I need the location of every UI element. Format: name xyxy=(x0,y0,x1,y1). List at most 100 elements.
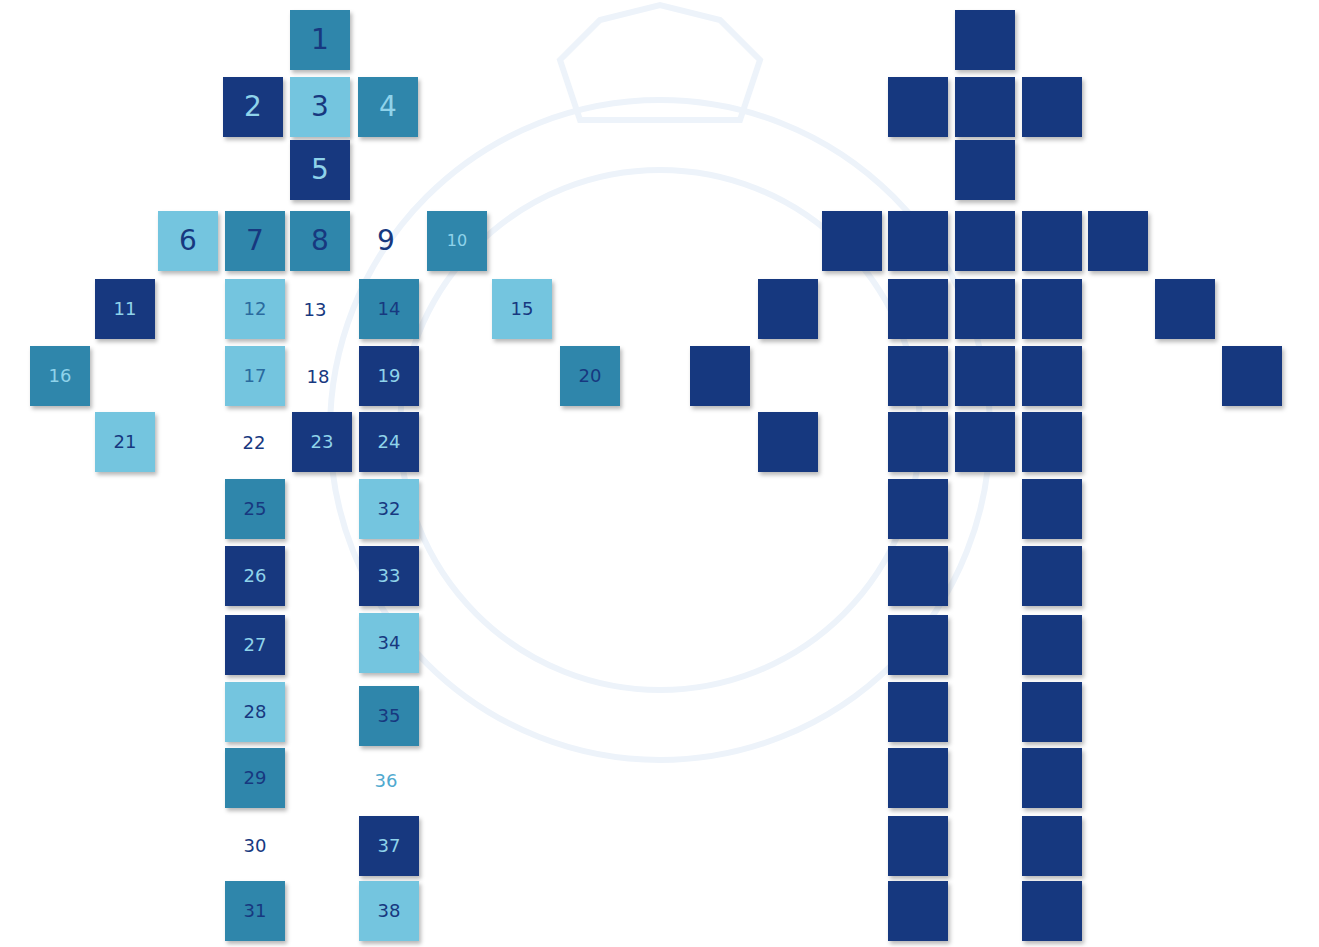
callout-number: 5 xyxy=(311,156,329,184)
body-square xyxy=(888,816,948,876)
body-square xyxy=(888,346,948,406)
numbered-square: 2 xyxy=(223,77,283,137)
body-square xyxy=(1022,479,1082,539)
body-square xyxy=(1022,816,1082,876)
numbered-square: 6 xyxy=(158,211,218,271)
body-square xyxy=(1022,546,1082,606)
body-square xyxy=(955,412,1015,472)
numbered-square: 31 xyxy=(225,881,285,941)
body-square xyxy=(758,412,818,472)
callout-number: 3 xyxy=(311,93,329,121)
numbered-square: 37 xyxy=(359,816,419,876)
callout-number: 37 xyxy=(378,837,401,855)
callout-number: 31 xyxy=(244,902,267,920)
callout-number: 9 xyxy=(356,211,416,271)
numbered-square: 24 xyxy=(359,412,419,472)
numbered-square: 4 xyxy=(358,77,418,137)
numbered-square: 7 xyxy=(225,211,285,271)
callout-number: 6 xyxy=(179,227,197,255)
callout-number: 29 xyxy=(244,769,267,787)
callout-number: 22 xyxy=(224,413,284,473)
body-square xyxy=(1155,279,1215,339)
callout-number: 34 xyxy=(378,634,401,652)
callout-number: 33 xyxy=(378,567,401,585)
body-square xyxy=(888,748,948,808)
numbered-square: 19 xyxy=(359,346,419,406)
body-square xyxy=(1022,412,1082,472)
callout-number: 38 xyxy=(378,902,401,920)
callout-number: 14 xyxy=(378,300,401,318)
callout-number: 20 xyxy=(579,367,602,385)
numbered-square: 35 xyxy=(359,686,419,746)
body-square xyxy=(888,412,948,472)
callout-number: 27 xyxy=(244,636,267,654)
numbered-square: 28 xyxy=(225,682,285,742)
body-square xyxy=(955,279,1015,339)
body-square xyxy=(955,346,1015,406)
body-square xyxy=(1022,881,1082,941)
numbered-square: 32 xyxy=(359,479,419,539)
body-square xyxy=(1022,682,1082,742)
numbered-square: 11 xyxy=(95,279,155,339)
callout-number: 23 xyxy=(311,433,334,451)
body-square xyxy=(758,279,818,339)
body-square xyxy=(955,77,1015,137)
callout-number: 10 xyxy=(447,233,467,249)
numbered-square: 26 xyxy=(225,546,285,606)
numbered-square: 21 xyxy=(95,412,155,472)
callout-number: 11 xyxy=(114,300,137,318)
body-square xyxy=(1022,615,1082,675)
numbered-square: 20 xyxy=(560,346,620,406)
callout-number: 24 xyxy=(378,433,401,451)
callout-number: 36 xyxy=(356,751,416,811)
callout-number: 28 xyxy=(244,703,267,721)
callout-number: 25 xyxy=(244,500,267,518)
callout-number: 26 xyxy=(244,567,267,585)
callout-number: 7 xyxy=(246,227,264,255)
numbered-square: 10 xyxy=(427,211,487,271)
numbered-square: 14 xyxy=(359,279,419,339)
callout-number: 35 xyxy=(378,707,401,725)
callout-number: 16 xyxy=(49,367,72,385)
body-square xyxy=(888,682,948,742)
body-square xyxy=(888,279,948,339)
numbered-square: 23 xyxy=(292,412,352,472)
callout-number: 21 xyxy=(114,433,137,451)
body-square xyxy=(955,10,1015,70)
callout-number: 12 xyxy=(244,300,267,318)
body-square xyxy=(1022,346,1082,406)
numbered-square: 8 xyxy=(290,211,350,271)
body-square xyxy=(1022,748,1082,808)
body-square xyxy=(955,140,1015,200)
callout-number: 19 xyxy=(378,367,401,385)
callout-number: 15 xyxy=(511,300,534,318)
body-square xyxy=(1022,211,1082,271)
body-square xyxy=(690,346,750,406)
body-square xyxy=(888,211,948,271)
numbered-square: 3 xyxy=(290,77,350,137)
numbered-square: 38 xyxy=(359,881,419,941)
crest-watermark xyxy=(330,5,990,760)
body-square xyxy=(822,211,882,271)
callout-number: 13 xyxy=(285,280,345,340)
body-square xyxy=(888,77,948,137)
body-square xyxy=(1088,211,1148,271)
body-square xyxy=(955,211,1015,271)
body-square xyxy=(888,881,948,941)
callout-number: 2 xyxy=(244,93,262,121)
callout-number: 32 xyxy=(378,500,401,518)
numbered-square: 25 xyxy=(225,479,285,539)
body-square xyxy=(1222,346,1282,406)
callout-number: 18 xyxy=(288,347,348,407)
numbered-square: 34 xyxy=(359,613,419,673)
numbered-square: 12 xyxy=(225,279,285,339)
numbered-square: 5 xyxy=(290,140,350,200)
body-square xyxy=(888,546,948,606)
numbered-square: 33 xyxy=(359,546,419,606)
numbered-square: 16 xyxy=(30,346,90,406)
body-square xyxy=(888,479,948,539)
numbered-square: 15 xyxy=(492,279,552,339)
body-square xyxy=(1022,77,1082,137)
numbered-square: 1 xyxy=(290,10,350,70)
